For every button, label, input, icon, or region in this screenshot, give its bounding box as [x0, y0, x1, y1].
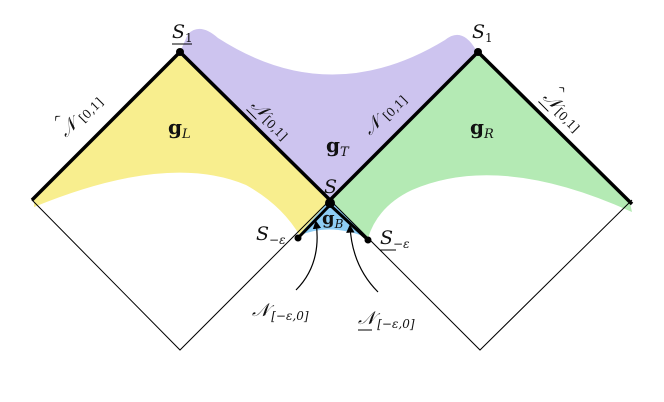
arrow-N-bottom-left — [295, 220, 322, 291]
arrow-N-bottom-right — [346, 224, 379, 293]
label-g-B: gB — [322, 208, 344, 231]
label-g-L: gL — [168, 115, 191, 142]
right-diamond-outline — [329, 199, 633, 351]
label-S1-right: S1 — [472, 21, 493, 45]
label-g-T: gT — [326, 133, 350, 160]
label-N-bottom-left: 𝒩[−ε,0] — [252, 300, 309, 323]
label-S-eps-right: S−ε — [380, 227, 410, 251]
point-S-eps-left — [294, 234, 302, 242]
label-S1-left: S1 — [172, 21, 193, 45]
label-S: S — [324, 176, 337, 198]
region-top — [180, 28, 478, 200]
label-N-bottom-right: 𝒩[−ε,0] — [358, 308, 415, 331]
region-left — [34, 52, 330, 236]
point-S1-right — [474, 48, 482, 56]
point-S-eps-right — [364, 236, 372, 244]
label-S-eps-left: S−ε — [256, 223, 286, 247]
region-right — [330, 52, 632, 238]
point-S1-left — [176, 48, 184, 56]
point-S — [325, 198, 335, 208]
label-g-R: gR — [470, 115, 494, 142]
